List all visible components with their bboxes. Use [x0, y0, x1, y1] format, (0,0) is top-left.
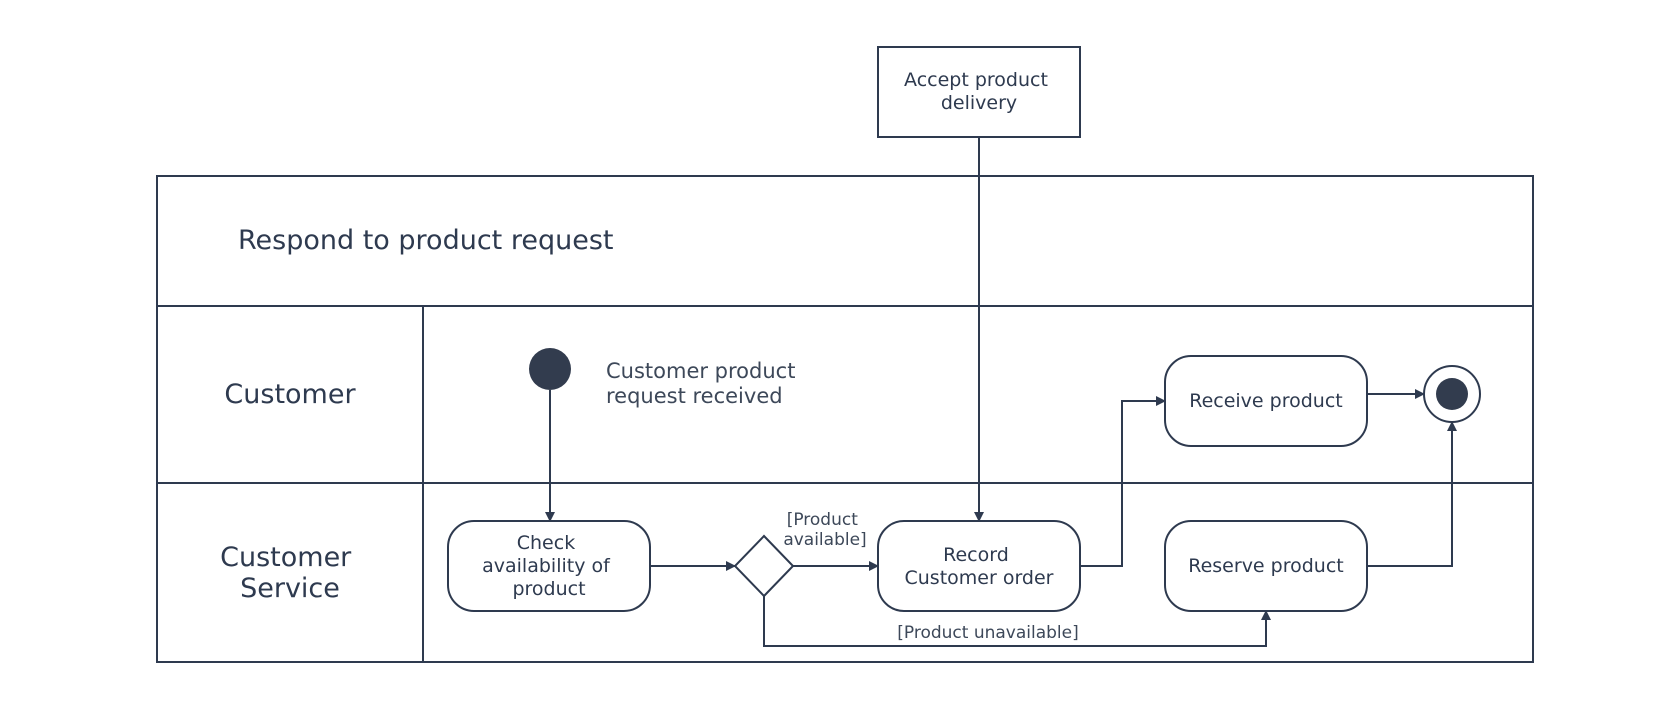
- node-record-order: [877, 520, 1081, 612]
- record-line-1: Record: [943, 544, 1009, 566]
- guard-available-line-1: [Product: [787, 510, 859, 530]
- node-check-availability-label: Check availability of product: [482, 532, 616, 600]
- node-accept-product-delivery-label: Accept product delivery: [904, 69, 1054, 114]
- node-record-order-label: Record Customer order: [905, 544, 1054, 589]
- reserve-line-1: Reserve product: [1188, 555, 1344, 577]
- node-accept-product-delivery: [877, 46, 1081, 138]
- lane-label-customer: Customer: [224, 379, 356, 410]
- check-line-2: availability of: [482, 555, 611, 577]
- edge-record-to-receive: [1080, 396, 1166, 567]
- node-reserve-product-label: Reserve product: [1188, 555, 1344, 577]
- initial-note-line-1: Customer product: [606, 359, 795, 383]
- edge-reserve-to-final: [1367, 421, 1457, 567]
- final-node-inner: [1436, 378, 1468, 410]
- accept-line-1: Accept product: [904, 69, 1048, 91]
- receive-line-1: Receive product: [1189, 390, 1343, 412]
- guard-product-unavailable: [Product unavailable]: [897, 623, 1079, 643]
- guard-product-available: [Product available]: [783, 510, 866, 550]
- check-line-3: product: [512, 578, 585, 600]
- lane-label-customer-service-line-1: Customer: [220, 542, 352, 573]
- check-line-1: Check: [517, 532, 575, 554]
- record-line-2: Customer order: [905, 567, 1054, 589]
- lane-label-customer-service-line-2: Service: [240, 573, 340, 604]
- swimlane-frame: [156, 175, 1534, 663]
- guard-available-line-2: available]: [783, 530, 866, 550]
- node-receive-product-label: Receive product: [1189, 390, 1343, 412]
- initial-node-note: Customer product request received: [606, 359, 802, 408]
- diagram-title: Respond to product request: [238, 225, 613, 256]
- lane-label-customer-line: Customer: [224, 379, 356, 410]
- accept-line-2: delivery: [941, 92, 1017, 114]
- edge-decision-to-reserve: [763, 596, 1271, 647]
- initial-note-line-2: request received: [606, 384, 783, 408]
- initial-node: [529, 348, 571, 390]
- lane-label-customer-service: Customer Service: [220, 542, 360, 604]
